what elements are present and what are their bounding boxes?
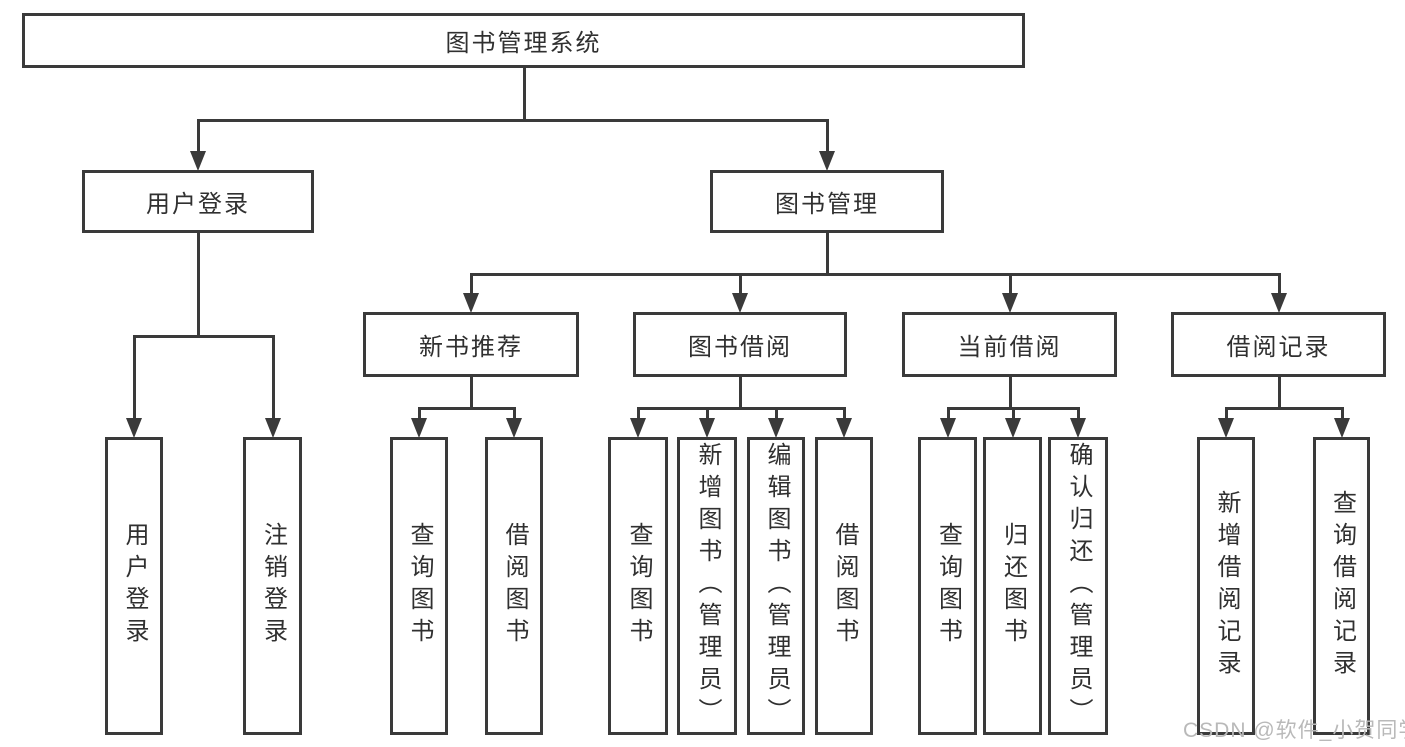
node-label-v-query-book-3: 查询图书 [934,522,962,650]
connector-stem-borrow-records [1278,375,1281,407]
arrowhead-down-icon [768,418,784,438]
connector-drop-book-mgmt [826,119,829,154]
node-label-borrow-records: 借阅记录 [1226,334,1331,361]
connector-drop-v-borrow-book-1 [513,407,516,421]
arrowhead-down-icon [1334,418,1350,438]
node-label-v-logout: 注销登录 [259,522,287,650]
arrowhead-down-icon [126,418,142,438]
node-v-query-record: 查询借阅记录 [1313,437,1370,735]
connector-drop-borrow-records [1278,273,1281,296]
node-v-query-book-3: 查询图书 [918,437,977,735]
node-label-new-book-rec: 新书推荐 [419,334,523,361]
connector-bar-borrow-records [1225,407,1343,410]
connector-drop-v-edit-book [775,407,778,421]
node-v-return-book: 归还图书 [983,437,1042,735]
node-label-book-mgmt: 图书管理 [775,191,879,218]
node-new-book-rec: 新书推荐 [363,312,579,377]
arrowhead-down-icon [411,418,427,438]
arrowhead-down-icon [836,418,852,438]
connector-drop-v-user-login [133,335,136,421]
arrowhead-down-icon [699,418,715,438]
node-v-confirm-return: 确认归还（管理员） [1048,437,1108,735]
arrowhead-down-icon [1218,418,1234,438]
connector-drop-user-login [197,119,200,154]
connector-bar-book-borrow [637,407,845,410]
node-label-current-borrow: 当前借阅 [957,334,1062,361]
connector-stem-book-mgmt [826,231,829,273]
node-v-borrow-book-1: 借阅图书 [485,437,543,735]
node-label-v-borrow-book-1: 借阅图书 [501,522,528,650]
connector-drop-book-borrow [739,273,742,296]
node-user-login: 用户登录 [82,170,314,233]
connector-bar-book-mgmt [470,273,1280,276]
node-label-v-borrow-book-2: 借阅图书 [831,522,858,650]
node-label-v-add-record: 新增借阅记录 [1213,490,1240,682]
connector-drop-v-query-book-1 [418,407,421,421]
arrowhead-down-icon [463,293,479,313]
connector-drop-v-logout [272,335,275,421]
node-borrow-records: 借阅记录 [1171,312,1386,377]
node-v-add-book: 新增图书（管理员） [677,437,737,735]
connector-drop-current-borrow [1009,273,1012,296]
connector-stem-current-borrow [1009,375,1012,407]
node-label-v-edit-book: 编辑图书（管理员） [763,442,790,730]
connector-drop-v-confirm-return [1077,407,1080,421]
arrowhead-down-icon [265,418,281,438]
node-v-query-book-2: 查询图书 [608,437,668,735]
node-label-v-return-book: 归还图书 [999,522,1027,650]
connector-drop-v-return-book [1012,407,1015,421]
connector-bar-new-book-rec [418,407,515,410]
node-root: 图书管理系统 [22,13,1025,68]
node-current-borrow: 当前借阅 [902,312,1117,377]
node-label-book-borrow: 图书借阅 [688,334,792,361]
node-v-edit-book: 编辑图书（管理员） [747,437,805,735]
connector-drop-v-query-record [1341,407,1344,421]
connector-stem-new-book-rec [470,375,473,407]
node-book-borrow: 图书借阅 [633,312,847,377]
connector-bar-root [197,119,828,122]
arrowhead-down-icon [1271,293,1287,313]
connector-bar-user-login [133,335,274,338]
node-label-root: 图书管理系统 [445,30,602,57]
arrowhead-down-icon [819,151,835,171]
arrowhead-down-icon [1005,418,1021,438]
watermark: CSDN @软件_小贺同学 [1183,719,1405,742]
arrowhead-down-icon [506,418,522,438]
arrowhead-down-icon [190,151,206,171]
connector-stem-root [523,66,526,119]
arrowhead-down-icon [1002,293,1018,313]
connector-drop-v-add-record [1225,407,1228,421]
connector-stem-user-login [197,231,200,335]
node-book-mgmt: 图书管理 [710,170,944,233]
node-v-logout: 注销登录 [243,437,302,735]
connector-drop-v-add-book [706,407,709,421]
connector-drop-v-query-book-3 [947,407,950,421]
node-v-query-book-1: 查询图书 [390,437,448,735]
node-v-borrow-book-2: 借阅图书 [815,437,873,735]
arrowhead-down-icon [940,418,956,438]
node-v-add-record: 新增借阅记录 [1197,437,1255,735]
arrowhead-down-icon [732,293,748,313]
node-label-v-confirm-return: 确认归还（管理员） [1065,442,1092,730]
node-label-v-query-book-1: 查询图书 [406,522,433,650]
node-label-user-login: 用户登录 [146,191,250,218]
connector-drop-v-query-book-2 [637,407,640,421]
arrowhead-down-icon [1070,418,1086,438]
arrowhead-down-icon [630,418,646,438]
node-label-v-user-login: 用户登录 [121,522,148,650]
node-label-v-add-book: 新增图书（管理员） [694,442,721,730]
node-label-v-query-book-2: 查询图书 [625,522,652,650]
connector-drop-new-book-rec [470,273,473,296]
node-label-v-query-record: 查询借阅记录 [1328,490,1356,682]
connector-stem-book-borrow [739,375,742,407]
node-v-user-login: 用户登录 [105,437,163,735]
connector-drop-v-borrow-book-2 [843,407,846,421]
